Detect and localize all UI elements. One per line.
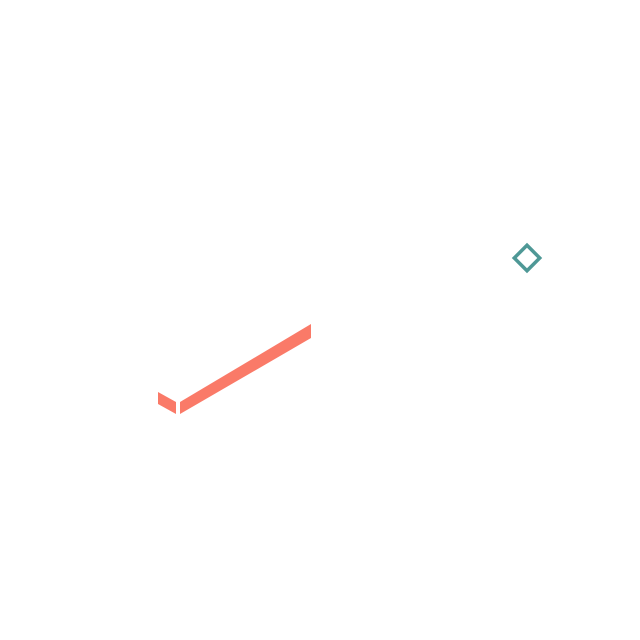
player-line[interactable]	[158, 324, 311, 414]
player-line-short-segment	[158, 392, 176, 414]
player-line-long-segment	[180, 324, 311, 414]
goal-diamond-icon[interactable]	[511, 242, 543, 274]
